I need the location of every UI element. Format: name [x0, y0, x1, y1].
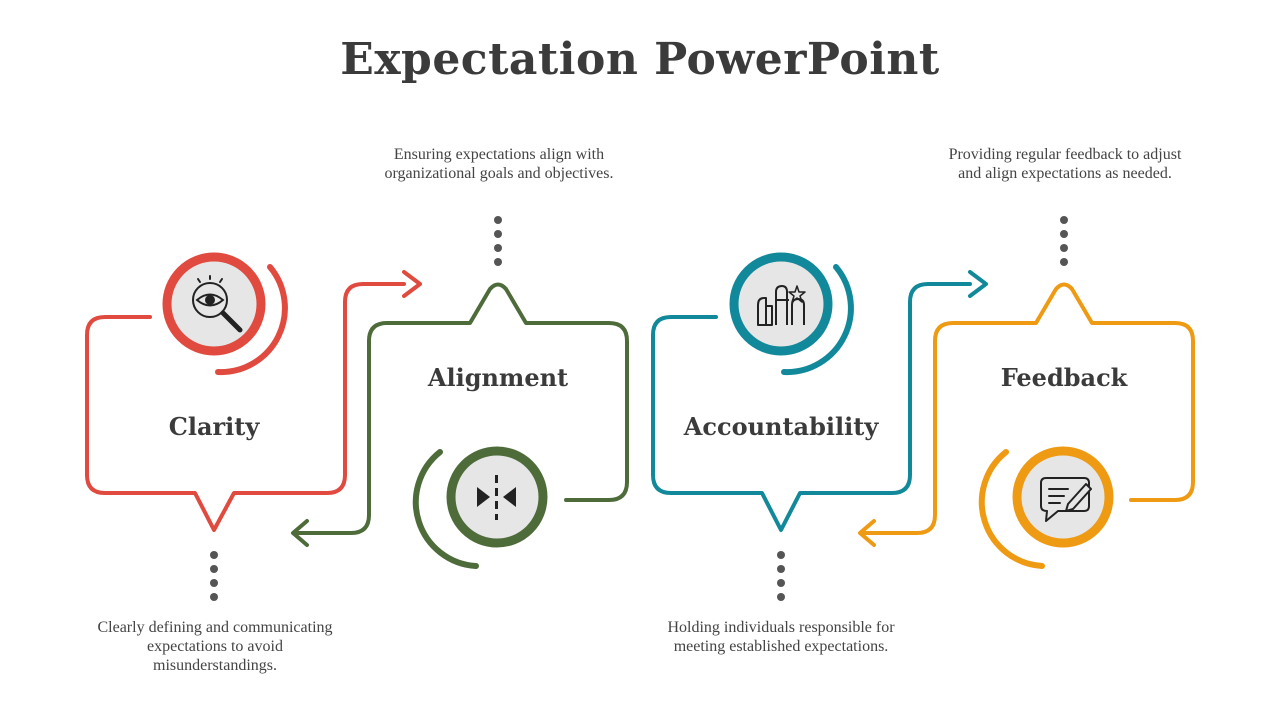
- clarity-description: Clearly defining and communicating expec…: [97, 619, 333, 674]
- accountability-step: [651, 252, 988, 532]
- alignment-description: Ensuring expectations align with organiz…: [384, 146, 614, 182]
- converging-arrows-icon: [477, 475, 516, 520]
- chat-pen-icon: [1040, 477, 1092, 522]
- accountability-outer-arc: [781, 264, 854, 376]
- magnifier-eye-icon: [192, 275, 243, 333]
- alignment-outline: [295, 282, 629, 535]
- feedback-outer-arc: [978, 449, 1045, 569]
- clarity-outer-arc: [215, 264, 288, 376]
- clarity-arrow-head: [402, 270, 422, 298]
- feedback-label: Feedback: [1000, 363, 1128, 392]
- accountability-icon-ring: [729, 252, 833, 356]
- alignment-icon-ring: [446, 446, 548, 548]
- alignment-arrow-head: [291, 519, 309, 547]
- alignment-outer-arc: [412, 449, 479, 569]
- accountability-dots: [777, 551, 785, 601]
- alignment-step: [291, 282, 629, 569]
- clarity-dots: [210, 551, 218, 601]
- clarity-label: Clarity: [168, 412, 260, 441]
- accountability-outline: [651, 282, 972, 532]
- alignment-label: Alignment: [427, 363, 569, 392]
- feedback-description: Providing regular feedback to adjust and…: [948, 146, 1182, 182]
- accountability-description: Holding individuals responsible for meet…: [667, 619, 895, 655]
- raised-hands-icon: [757, 285, 806, 326]
- feedback-arrow-head: [858, 519, 876, 547]
- feedback-dots: [1060, 216, 1068, 266]
- feedback-outline: [862, 282, 1195, 535]
- feedback-step: [858, 282, 1195, 569]
- accountability-arrow-head: [968, 270, 988, 298]
- page-title: Expectation PowerPoint: [340, 34, 940, 85]
- clarity-step: [85, 252, 422, 532]
- accountability-label: Accountability: [683, 412, 879, 441]
- clarity-outline: [85, 282, 406, 532]
- alignment-dots: [494, 216, 502, 266]
